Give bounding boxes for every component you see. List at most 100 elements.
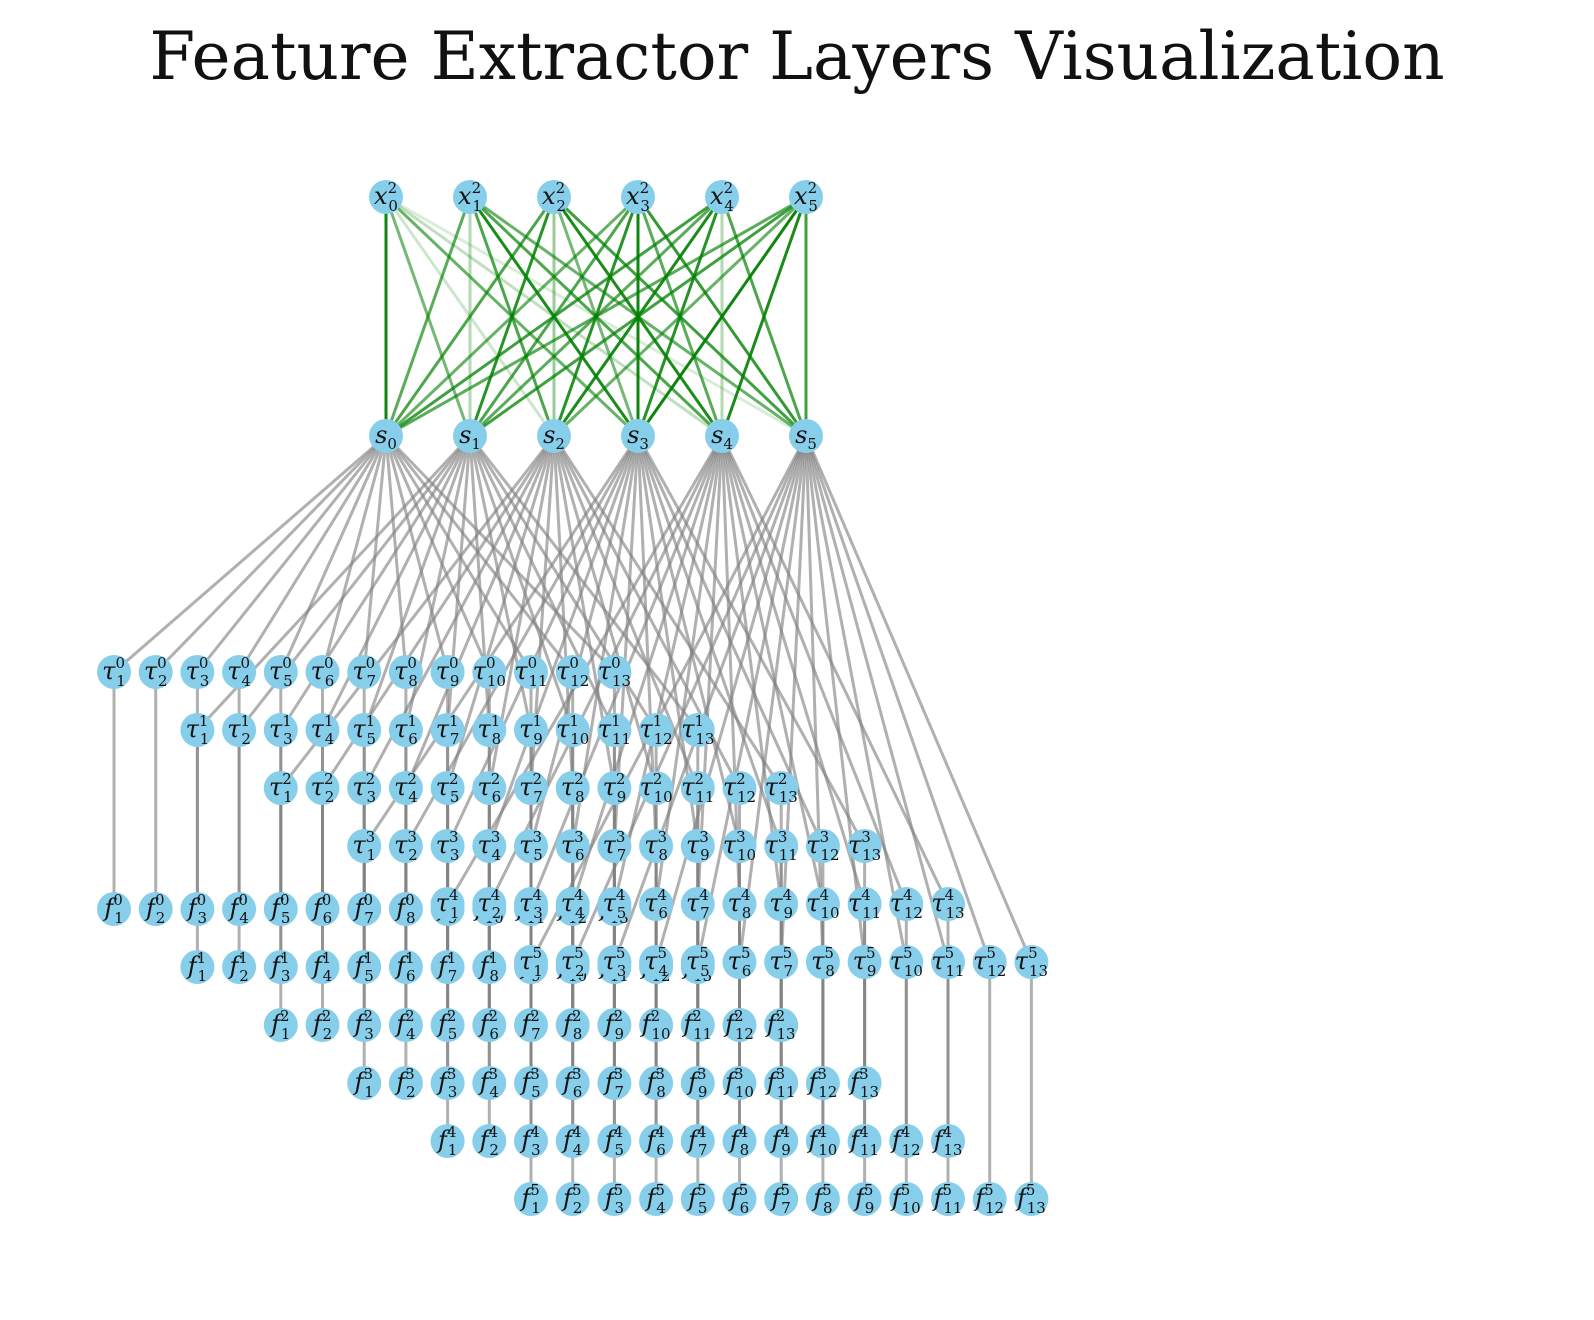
- svg-text:f04: f04: [227, 891, 248, 927]
- svg-text:τ35: τ35: [519, 828, 543, 864]
- svg-text:f43: f43: [519, 1123, 540, 1159]
- svg-text:τ12: τ12: [227, 712, 251, 748]
- diagram-title: Feature Extractor Layers Visualization: [149, 18, 1445, 95]
- svg-text:τ25: τ25: [436, 770, 460, 806]
- edge-s5-tau5-3: [612, 435, 808, 963]
- svg-text:τ48: τ48: [728, 886, 752, 922]
- svg-text:x21: x21: [458, 179, 482, 215]
- edge-s4-tau4-11: [720, 435, 867, 905]
- state-node-s2: s2: [537, 419, 571, 453]
- svg-text:f47: f47: [686, 1123, 707, 1159]
- attention-edge-x1-s0: [384, 196, 472, 437]
- svg-text:f34: f34: [478, 1065, 499, 1101]
- svg-text:τ06: τ06: [311, 654, 335, 690]
- state-node-s5: s5: [789, 419, 823, 453]
- svg-text:f33: f33: [436, 1065, 457, 1101]
- svg-text:s5: s5: [795, 421, 817, 453]
- svg-text:τ43: τ43: [519, 886, 543, 922]
- svg-text:s0: s0: [375, 421, 397, 453]
- svg-text:f01: f01: [102, 891, 123, 927]
- svg-text:τ38: τ38: [644, 828, 668, 864]
- svg-text:f56: f56: [728, 1181, 749, 1217]
- svg-text:τ29: τ29: [603, 770, 627, 806]
- edge-s0-tau0-5: [279, 435, 388, 673]
- edge-s4-tau4-8: [720, 435, 741, 905]
- svg-text:τ09: τ09: [436, 654, 460, 690]
- svg-text:τ42: τ42: [477, 886, 501, 922]
- edge-s2-tau2-13: [552, 435, 783, 789]
- svg-text:τ31: τ31: [352, 828, 376, 864]
- svg-text:f36: f36: [561, 1065, 582, 1101]
- svg-text:τ32: τ32: [394, 828, 418, 864]
- attention-edge-x3-s0: [384, 195, 640, 438]
- edge-s0-tau0-4: [237, 435, 388, 673]
- svg-text:τ37: τ37: [603, 828, 627, 864]
- edge-s3-tau3-4: [487, 435, 640, 847]
- svg-text:f31: f31: [353, 1065, 374, 1101]
- svg-text:τ52: τ52: [561, 944, 585, 980]
- attention-edges: [384, 195, 808, 438]
- edge-s0-tau0-1: [113, 434, 387, 674]
- svg-text:τ26: τ26: [477, 770, 501, 806]
- edge-s5-tau5-13: [804, 435, 1033, 963]
- edge-s1-tau1-4: [321, 435, 472, 731]
- svg-text:x24: x24: [710, 179, 734, 215]
- edge-s0-tau0-13: [384, 434, 616, 674]
- svg-text:τ34: τ34: [477, 828, 501, 864]
- svg-text:τ41: τ41: [436, 886, 460, 922]
- attention-edge-x5-s2: [552, 195, 808, 438]
